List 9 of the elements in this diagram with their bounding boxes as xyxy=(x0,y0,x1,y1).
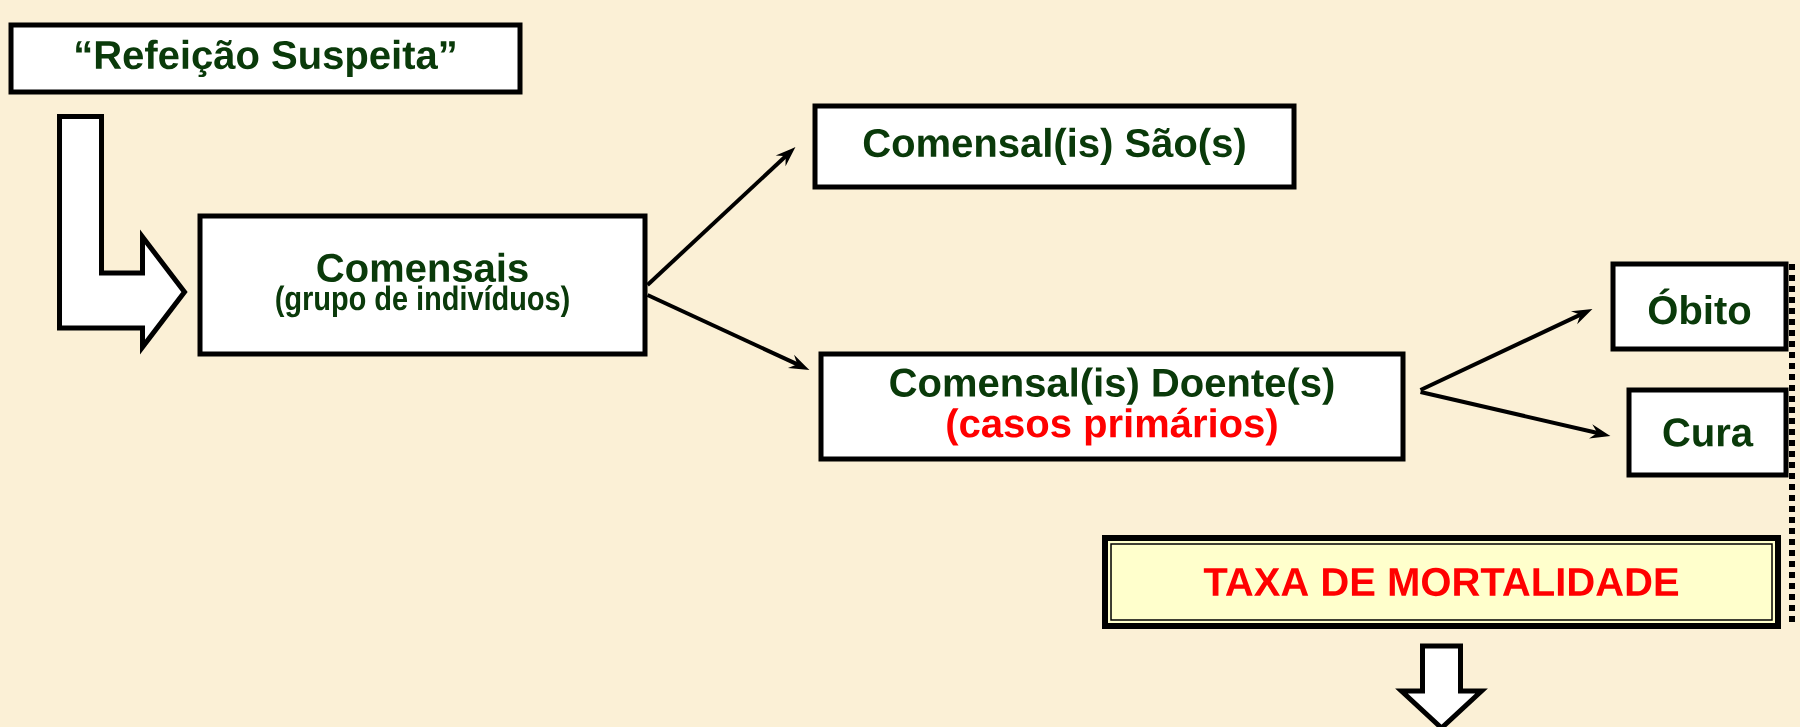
result-box: TAXA DE MORTALIDADE xyxy=(1102,535,1781,629)
process-box: Comensal(is) Doente(s) (casos primários) xyxy=(818,351,1406,462)
outcome-box: Óbito xyxy=(1610,261,1789,352)
block-arrow xyxy=(1395,643,1488,727)
outcome-box: Cura xyxy=(1626,387,1789,478)
process-box: Comensal(is) São(s) xyxy=(812,103,1297,190)
block-arrow xyxy=(57,114,188,355)
process-box: Comensais (grupo de indivíduos) xyxy=(197,213,648,357)
process-box: “Refeição Suspeita” xyxy=(8,22,523,95)
